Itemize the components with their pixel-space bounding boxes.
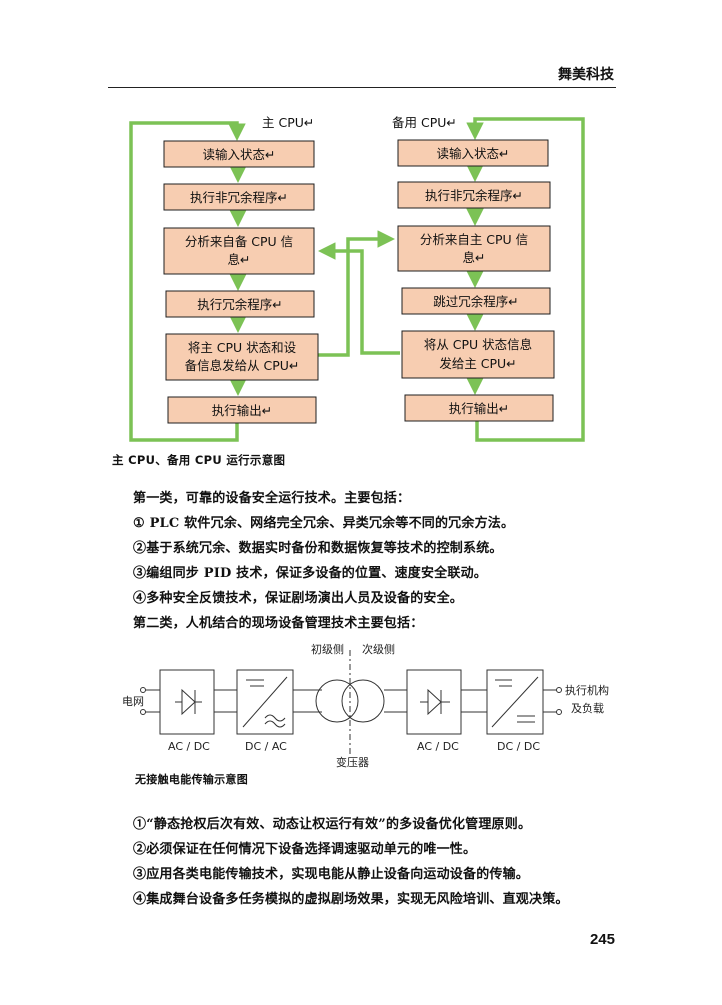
flow-box-text: 息↵	[228, 252, 251, 267]
main-cpu-label: 主 CPU↵	[262, 115, 314, 130]
flow-box-text: 将主 CPU 状态和设	[188, 340, 297, 355]
label-grid: 电网	[122, 695, 144, 708]
flow-box	[165, 333, 319, 381]
flow-box	[401, 287, 551, 315]
flow-box-text: 读输入状态↵	[203, 147, 276, 162]
flow-box-text: 将从 CPU 状态信息	[424, 337, 532, 352]
flow-box	[165, 290, 315, 318]
transformer-primary	[315, 679, 359, 723]
converter-box	[236, 669, 294, 735]
stage-label: DC / AC	[245, 740, 287, 753]
flow-box	[397, 181, 551, 209]
flow-box	[163, 140, 315, 168]
flow-box	[397, 225, 551, 272]
flow-box	[397, 139, 549, 167]
page-number: 245	[589, 931, 615, 948]
label-secondary-side: 次级侧	[362, 642, 395, 656]
label-output-2: 及负载	[571, 701, 604, 715]
label-output-1: 执行机构	[565, 683, 609, 697]
flow-box	[404, 394, 554, 422]
label-primary-side: 初级侧	[311, 642, 344, 656]
paragraph-line: ③编组同步 PID 技术，保证多设备的位置、速度安全联动。	[133, 566, 487, 581]
figure1-caption: 主 CPU、备用 CPU 运行示意图	[112, 453, 286, 467]
converter-box	[486, 669, 544, 735]
flow-box-text: 分析来自备 CPU 信	[185, 234, 293, 249]
stage-label: AC / DC	[168, 740, 210, 753]
flow-box	[163, 183, 315, 211]
stage-label: DC / DC	[497, 740, 540, 753]
flow-box	[163, 227, 315, 275]
flow-box-text: 分析来自主 CPU 信	[420, 232, 528, 247]
label-transformer: 变压器	[336, 755, 369, 769]
stage-label: AC / DC	[417, 740, 459, 753]
figure2-caption: 无接触电能传输示意图	[135, 773, 248, 786]
flow-box-text: 息↵	[463, 250, 486, 265]
paragraph-line: ④集成舞台设备多任务模拟的虚拟剧场效果，实现无风险培训、直观决策。	[133, 892, 569, 907]
paragraph-line: 第一类，可靠的设备安全运行技术。主要包括：	[133, 491, 411, 506]
terminal	[556, 709, 562, 715]
flow-box-text: 执行输出↵	[212, 403, 272, 418]
paragraph-line: ②基于系统冗余、数据实时备份和数据恢复等技术的控制系统。	[133, 541, 503, 556]
header-rule	[108, 87, 616, 88]
flow-box-text: 执行非冗余程序↵	[425, 188, 523, 203]
converter-box	[406, 669, 462, 735]
paragraph-line: ②必须保证在任何情况下设备选择调速驱动单元的唯一性。	[133, 842, 477, 857]
backup-cpu-steps: 读输入状态↵ 执行非冗余程序↵ 分析来自主 CPU 信 息↵ 跳过冗余程序↵ 将…	[397, 139, 555, 422]
cpu-flowchart: 主 CPU↵ 备用 CPU↵ 读输入状态↵ 执行非冗余程序↵ 分析来自备 CPU…	[129, 115, 585, 442]
flow-box-text: 跳过冗余程序↵	[433, 294, 518, 309]
contactless-power-diagram: 电网 初级侧 次级侧 执行机构 及负载 变压器 AC / DC DC / AC …	[122, 642, 609, 769]
flow-box-text: 执行输出↵	[449, 401, 509, 416]
terminal	[140, 709, 146, 715]
cross-link-main-to-backup	[318, 230, 395, 357]
terminal	[140, 687, 146, 693]
cross-link-backup-to-main	[318, 242, 400, 355]
running-header-title: 舞美科技	[558, 67, 614, 83]
terminal	[556, 687, 562, 693]
flow-box	[167, 396, 317, 424]
transformer-secondary	[341, 679, 385, 723]
flow-box-text: 执行冗余程序↵	[197, 297, 282, 312]
paragraph-line: ① PLC 软件冗余、网络完全冗余、异类冗余等不同的冗余方法。	[133, 516, 515, 531]
flow-box	[401, 330, 555, 379]
flow-box-text: 备信息发给从 CPU↵	[185, 358, 300, 373]
paragraph-line: ④多种安全反馈技术，保证剧场演出人员及设备的安全。	[133, 591, 464, 606]
paragraph-line: ①“静态抢权后次有效、动态让权运行有效”的多设备优化管理原则。	[133, 817, 532, 832]
backup-cpu-label: 备用 CPU↵	[392, 115, 457, 130]
right-loop-line	[466, 117, 585, 442]
paragraph-line: 第二类，人机结合的现场设备管理技术主要包括：	[133, 616, 424, 631]
flow-box-text: 发给主 CPU↵	[439, 356, 516, 371]
converter-box	[159, 669, 215, 735]
flow-box-text: 执行非冗余程序↵	[190, 190, 288, 205]
paragraph-line: ③应用各类电能传输技术，实现电能从静止设备向运动设备的传输。	[133, 867, 530, 882]
main-cpu-steps: 读输入状态↵ 执行非冗余程序↵ 分析来自备 CPU 信 息↵ 执行冗余程序↵ 将…	[163, 140, 319, 424]
flow-box-text: 读输入状态↵	[437, 146, 510, 161]
